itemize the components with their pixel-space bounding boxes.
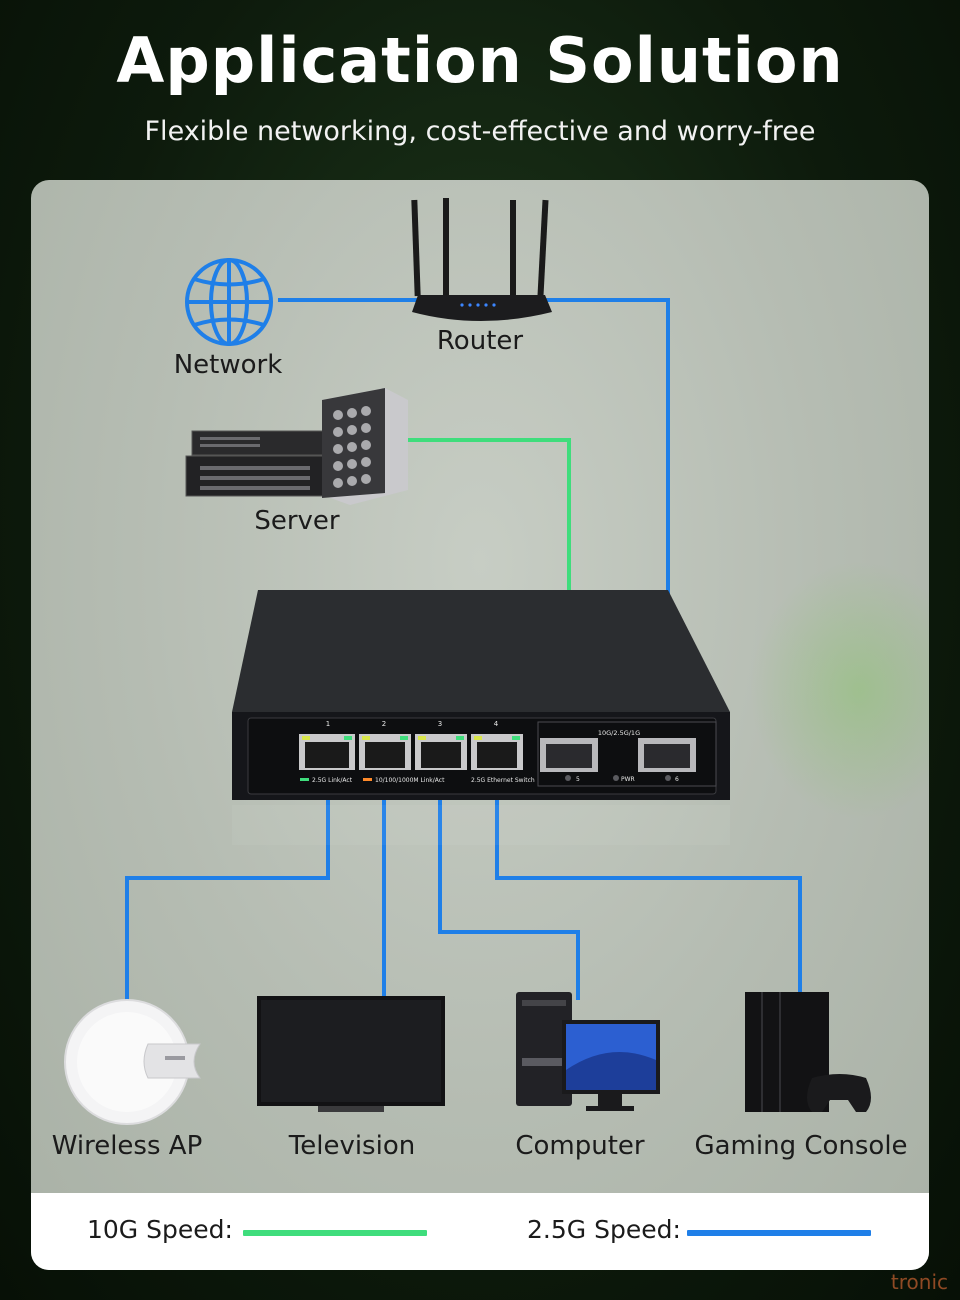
port-number-4: 4 xyxy=(494,720,499,728)
legend-speed-act: 10/100/1000M Link/Act xyxy=(375,777,445,784)
port-number-1: 1 xyxy=(326,720,330,728)
node-label-server: Server xyxy=(254,506,340,536)
watermark: tronic xyxy=(890,1270,948,1294)
node-label-computer: Computer xyxy=(515,1131,645,1161)
legend-25g-label: 2.5G Speed: xyxy=(527,1215,681,1244)
panel-glow xyxy=(749,560,929,820)
line-port4-console xyxy=(495,750,802,996)
switch-model-text: 2.5G Ethernet Switch xyxy=(471,777,535,784)
legend-link-act: 2.5G Link/Act xyxy=(312,777,353,784)
globe-icon xyxy=(185,258,273,346)
sfp-port-5 xyxy=(540,738,598,772)
gaming-console-icon xyxy=(745,992,871,1112)
page-subtitle: Flexible networking, cost-effective and … xyxy=(144,116,816,147)
node-label-router: Router xyxy=(436,326,524,356)
switch-device xyxy=(232,590,730,845)
rj45-port-2 xyxy=(359,734,411,770)
legend-10g-label: 10G Speed: xyxy=(87,1215,233,1244)
port-number-3: 3 xyxy=(438,720,442,728)
legend-10g-line xyxy=(243,1230,427,1236)
sfp-header: 10G/2.5G/1G xyxy=(598,729,640,737)
line-port3-computer xyxy=(438,750,580,1000)
rj45-port-3 xyxy=(415,734,467,770)
rj45-port-1 xyxy=(299,734,355,770)
node-label-wireless-ap: Wireless AP xyxy=(51,1131,203,1161)
television-icon xyxy=(257,996,445,1112)
port-number-2: 2 xyxy=(382,720,386,728)
legend-25g-line xyxy=(687,1230,871,1236)
computer-icon xyxy=(516,992,660,1111)
router-icon xyxy=(411,198,552,321)
sfp-bracket xyxy=(537,721,717,787)
page-title: Application Solution xyxy=(116,24,844,97)
node-label-television: Television xyxy=(288,1131,416,1161)
sfp-port-6-label: 6 xyxy=(675,776,679,783)
rj45-port-4 xyxy=(471,734,523,770)
line-port1-ap xyxy=(125,750,330,1000)
switch-labels: 1 2 3 4 10G/2.5G/1G 2.5G Link/Act 10/100… xyxy=(312,720,679,784)
node-label-gaming-console: Gaming Console xyxy=(694,1131,908,1161)
server-icon xyxy=(185,388,408,505)
sfp-port-6 xyxy=(638,738,696,772)
wireless-ap-icon xyxy=(64,999,201,1125)
node-label-network: Network xyxy=(173,350,283,380)
pwr-label: PWR xyxy=(621,776,635,783)
sfp-port-5-label: 5 xyxy=(576,776,580,783)
speed-legend: 10G Speed: 2.5G Speed: xyxy=(31,1193,929,1270)
